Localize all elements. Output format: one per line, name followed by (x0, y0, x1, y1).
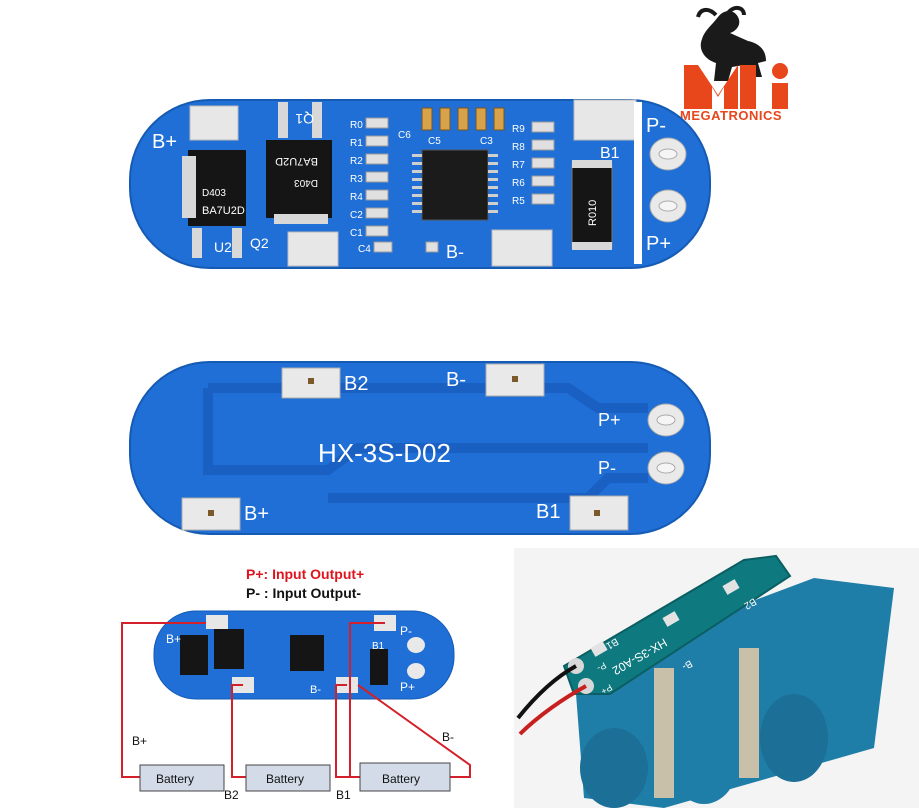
u2-label: U2 (214, 239, 232, 255)
bottom-b-minus-label: B- (446, 369, 466, 391)
shunt-label: R010 (587, 200, 599, 226)
cap-c6-label: C6 (398, 130, 411, 141)
bottom-b-plus-label: B+ (244, 503, 269, 525)
resistor-r8-label: R8 (512, 142, 525, 153)
photo-b-minus-label: B- (680, 657, 694, 672)
board-top: B+ D403 BA7U2D U2 Q2 BA7U2D D403 Q1 R0 R… (129, 99, 711, 269)
board-bottom: B2 B- HX-3S-D02 B+ B1 P+ P- (129, 361, 711, 535)
cap-c1-label: C1 (350, 228, 363, 239)
brand-name: MEGATRONICS (680, 108, 783, 123)
resistor-r1-label: R1 (350, 138, 363, 149)
battery-1-label: Battery (156, 772, 194, 786)
goat-logo-icon (684, 6, 788, 109)
cap-c4-label: C4 (358, 244, 371, 255)
bottom-b2-label: B2 (344, 373, 368, 395)
mini-b-plus-label: B+ (166, 632, 181, 646)
q1-label: Q1 (295, 111, 314, 127)
wire-b-plus-label: B+ (132, 734, 147, 748)
resistor-r2-label: R2 (350, 156, 363, 167)
top-b-minus-label: B- (446, 242, 464, 262)
resistor-r9-label: R9 (512, 124, 525, 135)
bottom-p-plus-label: P+ (598, 410, 621, 430)
resistor-r3-label: R3 (350, 174, 363, 185)
mini-p-plus-label: P+ (400, 680, 415, 694)
q1-code-2: D403 (294, 177, 318, 188)
wire-b2-label: B2 (224, 788, 239, 802)
photo-b1-label: B1 (604, 635, 620, 651)
top-b1-label: B1 (600, 145, 620, 162)
bottom-model-label: HX-3S-D02 (318, 438, 451, 468)
resistor-r5-label: R5 (512, 196, 525, 207)
mini-b1-label: B1 (372, 641, 385, 652)
bottom-p-minus-label: P- (598, 458, 616, 478)
q1-code: BA7U2D (275, 155, 318, 167)
q2-label: Q2 (250, 235, 269, 251)
mini-b-minus-label: B- (310, 684, 321, 696)
bottom-b1-label: B1 (536, 501, 560, 523)
logo: MEGATRONICS (678, 5, 813, 123)
resistor-r0-label: R0 (350, 120, 363, 131)
wire-b1-label: B1 (336, 788, 351, 802)
top-p-minus-label: P- (646, 115, 666, 137)
photo-p-plus-label: P+ (599, 682, 614, 696)
q2-code-2: D403 (202, 188, 226, 199)
cap-c3-label: C3 (480, 136, 493, 147)
photo-b2-label: B2 (742, 595, 758, 611)
cap-c2-label: C2 (350, 210, 363, 221)
wiring-diagram: B+ P- P+ B- B1 Battery Battery Battery B… (121, 610, 471, 802)
legend-p-plus: P+: Input Output+ (246, 566, 365, 582)
resistor-r7-label: R7 (512, 160, 525, 171)
battery-3-label: Battery (382, 772, 420, 786)
top-p-plus-label: P+ (646, 233, 671, 255)
q2-code: BA7U2D (202, 205, 245, 217)
battery-2-label: Battery (266, 772, 304, 786)
top-b-plus-label: B+ (152, 131, 177, 153)
cap-c5-label: C5 (428, 136, 441, 147)
wire-b-minus-label: B- (442, 730, 454, 744)
battery-pack-photo: HX-3S-A02 B1 B2 B- P- P+ (514, 548, 919, 808)
resistor-r6-label: R6 (512, 178, 525, 189)
legend-p-minus: P- : Input Output- (246, 585, 362, 601)
photo-p-minus-label: P- (595, 660, 608, 673)
mini-p-minus-label: P- (400, 624, 412, 638)
resistor-r4-label: R4 (350, 192, 363, 203)
